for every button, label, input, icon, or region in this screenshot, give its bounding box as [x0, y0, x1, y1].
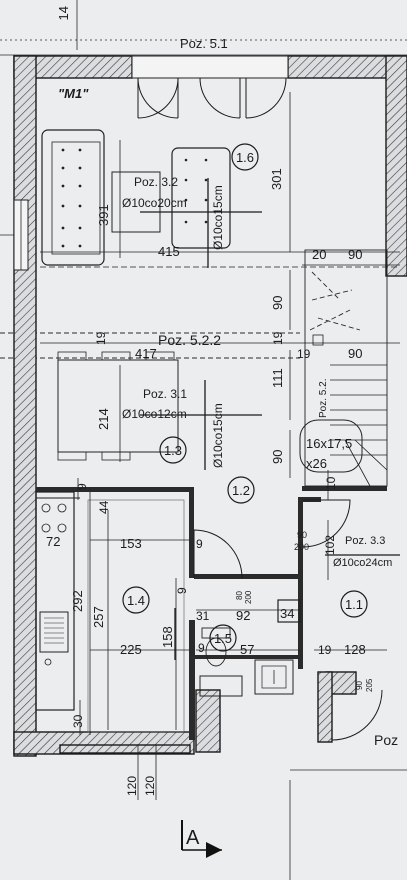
dim-158: 158: [160, 626, 175, 648]
toilet-icon: [201, 627, 231, 667]
label-poz-3-1: Poz. 3.1: [143, 387, 187, 401]
label-poz-3-2-spec: Ø10co20cm: [122, 196, 187, 210]
dim-153: 153: [120, 536, 142, 551]
dim-19d: 19: [318, 643, 332, 657]
cabinet-box: [199, 675, 243, 697]
section-mark: [181, 820, 222, 858]
dim-417: 417: [135, 346, 157, 361]
dim-30: 30: [71, 714, 85, 728]
dim-391: 391: [96, 204, 111, 226]
window-left: [13, 199, 29, 271]
kitchen-area-outline: [87, 499, 185, 733]
coffee-table-icon: [111, 171, 161, 233]
label-poz-3-1-spec2: Ø10co15cm: [211, 403, 225, 468]
dim-200: 200: [244, 590, 253, 604]
room-marker: [159, 436, 187, 464]
dim-301: 301: [269, 168, 284, 190]
room-markers: [122, 143, 368, 652]
dim-90d: 90: [270, 450, 285, 464]
dim-34: 34: [280, 606, 294, 621]
dim-90c: 90: [348, 346, 362, 361]
dim-120b: 120: [143, 776, 157, 796]
dim-92: 92: [236, 608, 250, 623]
room-label-1-6: 1.6: [236, 150, 254, 165]
dim-9d: 9: [198, 641, 205, 655]
label-poz-edge: Poz: [374, 732, 398, 748]
dim-415: 415: [158, 244, 180, 259]
dim-19c: 19: [297, 347, 311, 361]
shaft-box: [277, 599, 301, 623]
staircase: [299, 249, 388, 487]
unit-label: "M1": [58, 86, 89, 101]
dim-57: 57: [240, 642, 254, 657]
dim-44: 44: [97, 500, 111, 514]
dim-111: 111: [270, 368, 285, 388]
room-marker: [231, 143, 259, 171]
section-label: A: [186, 827, 200, 849]
dim-19b: 19: [271, 331, 285, 345]
label-poz-3-3: Poz. 3.3: [345, 535, 385, 547]
room-marker: [340, 590, 368, 618]
dim-9c: 9: [175, 587, 189, 594]
dim-205: 205: [365, 678, 374, 692]
dim-20: 20: [312, 247, 326, 262]
label-poz-5-2-x: Poz. 5.2.: [318, 379, 329, 418]
dim-9a: 9: [75, 483, 89, 490]
dim-257: 257: [91, 606, 106, 628]
dim-door-90: 90: [297, 530, 307, 540]
label-poz-3-2-spec2: Ø10co15cm: [211, 185, 225, 250]
dim-214: 214: [96, 408, 111, 430]
dim-top-left: 14: [56, 6, 71, 20]
room-marker: [209, 624, 237, 652]
dim-292: 292: [70, 590, 85, 612]
label-poz-5-1: Poz. 5.1: [180, 36, 228, 51]
label-poz-5-2-2: Poz. 5.2.2: [158, 332, 221, 348]
sofa-icon: [41, 129, 105, 266]
dim-102: 102: [323, 535, 337, 555]
room-label-1-5: 1.5: [214, 631, 232, 646]
room-label-1-3: 1.3: [164, 443, 182, 458]
stairs-count: 16x17,5: [306, 436, 352, 451]
room-label-1-1: 1.1: [345, 597, 363, 612]
dim-225: 225: [120, 642, 142, 657]
dim-80: 80: [235, 591, 244, 600]
room-label-1-2: 1.2: [232, 483, 250, 498]
room-marker: [122, 586, 150, 614]
dining-table-icon: [57, 351, 179, 461]
room-marker: [227, 476, 255, 504]
washbasin-icon: [254, 659, 294, 695]
sink-icon: [39, 611, 69, 666]
dim-120a: 120: [125, 776, 139, 796]
room-label-1-4: 1.4: [127, 593, 145, 608]
dim-90a: 90: [348, 247, 362, 262]
stairs-count2: x26: [306, 456, 327, 471]
labels: 14 Poz. 5.1 "M1" 1.6 1.3 1.2 1.4 1.5 1.1…: [46, 6, 398, 849]
dim-door-200: 200: [294, 542, 309, 552]
dim-10: 10: [324, 476, 338, 490]
door-swings: [193, 499, 383, 741]
dim-128: 128: [344, 642, 366, 657]
label-poz-3-1-spec: Ø10co12cm: [122, 407, 187, 421]
label-poz-3-2: Poz. 3.2: [134, 175, 178, 189]
dim-72: 72: [46, 534, 60, 549]
label-poz-3-3-spec: Ø10co24cm: [333, 557, 392, 569]
dimension-lines: [40, 92, 400, 800]
dim-19a: 19: [94, 331, 108, 345]
kitchen-counter: [35, 491, 75, 711]
dim-31: 31: [196, 609, 210, 623]
armchair-icon: [171, 147, 231, 249]
dim-9b: 9: [196, 537, 203, 551]
dim-90b: 90: [270, 296, 285, 310]
reinforcement-marks: [140, 178, 400, 660]
terrace-doors: [131, 55, 289, 119]
dim-90e: 90: [355, 681, 364, 690]
